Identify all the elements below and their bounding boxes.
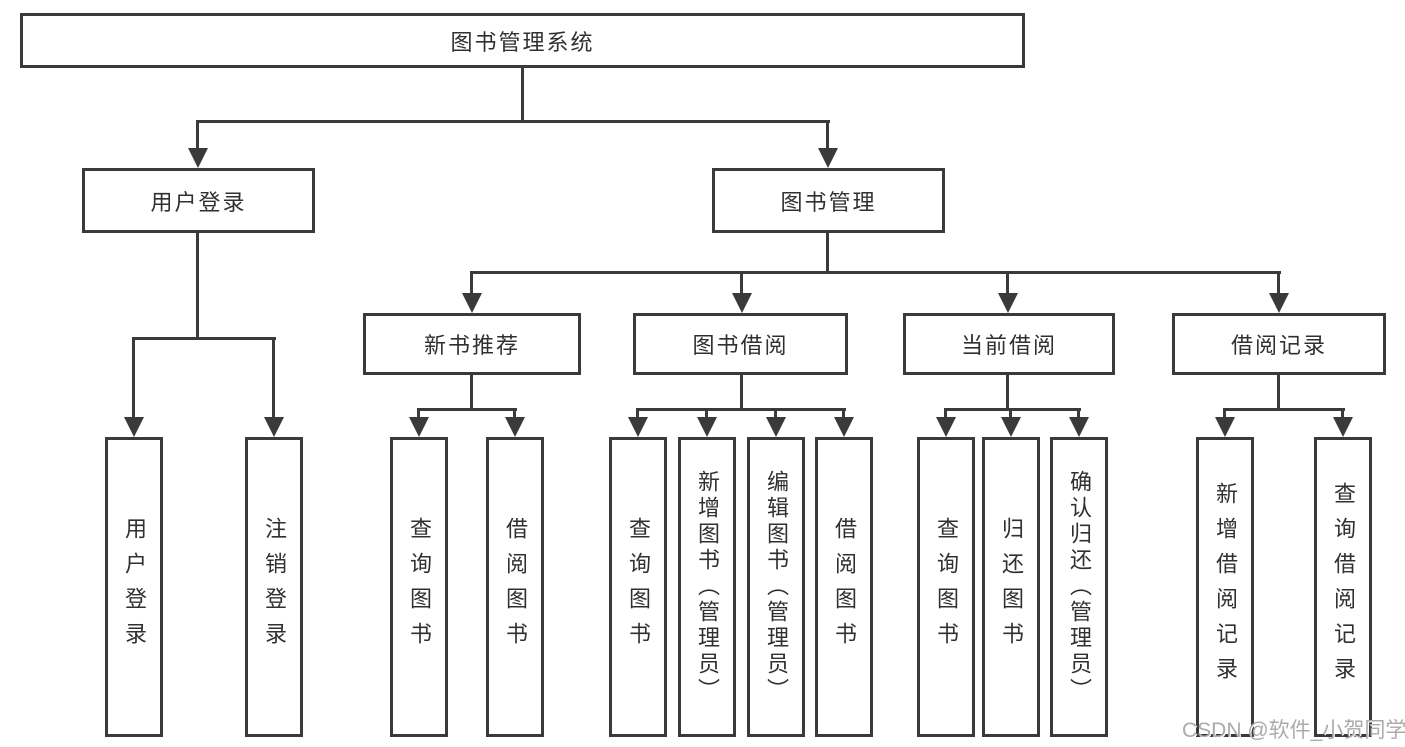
- leaf-confirm-return-admin: 确认归还（管理员）: [1050, 437, 1108, 737]
- arrow-down-icon: [1269, 293, 1289, 313]
- connector-shaft: [272, 337, 275, 421]
- connector-shaft: [1077, 408, 1080, 421]
- connector-current-vline: [1006, 375, 1009, 410]
- connector-shaft: [740, 271, 743, 297]
- leaf-label: 注销登录: [262, 517, 287, 657]
- connector-shaft: [636, 408, 639, 421]
- arrow-down-icon: [1069, 417, 1089, 437]
- leaf-add-borrow-record: 新增借阅记录: [1196, 437, 1254, 737]
- connector-current-hline: [945, 408, 1081, 411]
- arrow-down-icon: [697, 417, 717, 437]
- leaf-query-books-recommend: 查询图书: [390, 437, 448, 737]
- arrow-down-icon: [732, 293, 752, 313]
- arrow-down-icon: [818, 148, 838, 168]
- connector-shaft: [1341, 408, 1344, 421]
- arrow-down-icon: [1001, 417, 1021, 437]
- arrow-down-icon: [936, 417, 956, 437]
- node-library-management-system: 图书管理系统: [20, 13, 1025, 68]
- leaf-return-books: 归还图书: [982, 437, 1040, 737]
- arrow-down-icon: [1215, 417, 1235, 437]
- leaf-label: 确认归还（管理员）: [1067, 470, 1092, 704]
- leaf-label: 查询图书: [407, 517, 432, 657]
- leaf-query-borrow-record: 查询借阅记录: [1314, 437, 1372, 737]
- arrow-down-icon: [505, 417, 525, 437]
- leaf-label: 新增借阅记录: [1213, 482, 1238, 692]
- connector-borrowing-vline: [740, 375, 743, 410]
- leaf-query-books-borrowing: 查询图书: [609, 437, 667, 737]
- connector-shaft: [417, 408, 420, 421]
- watermark-text: CSDN @软件_小贺同学: [1182, 719, 1405, 742]
- connector-shaft: [1006, 271, 1009, 297]
- arrow-down-icon: [628, 417, 648, 437]
- connector-shaft: [513, 408, 516, 421]
- leaf-borrow-books-recommend: 借阅图书: [486, 437, 544, 737]
- connector-user-login-hline: [133, 337, 276, 340]
- connector-root-hline: [197, 120, 830, 123]
- leaf-query-books-current: 查询图书: [917, 437, 975, 737]
- leaf-label: 归还图书: [999, 517, 1024, 657]
- arrow-down-icon: [834, 417, 854, 437]
- arrow-down-icon: [1333, 417, 1353, 437]
- node-borrowing-records: 借阅记录: [1172, 313, 1386, 375]
- connector-shaft: [1223, 408, 1226, 421]
- connector-shaft: [944, 408, 947, 421]
- connector-records-vline: [1277, 375, 1280, 410]
- connector-records-hline: [1224, 408, 1345, 411]
- node-user-login: 用户登录: [82, 168, 315, 233]
- arrow-down-icon: [409, 417, 429, 437]
- arrow-down-icon: [998, 293, 1018, 313]
- leaf-add-book-admin: 新增图书（管理员）: [678, 437, 736, 737]
- leaf-borrow-books-borrowing: 借阅图书: [815, 437, 873, 737]
- node-book-borrowing: 图书借阅: [633, 313, 848, 375]
- arrow-down-icon: [264, 417, 284, 437]
- connector-shaft: [705, 408, 708, 421]
- connector-book-management-hline: [471, 271, 1281, 274]
- connector-recommendation-vline: [470, 375, 473, 410]
- connector-user-login-vline: [196, 233, 199, 339]
- arrow-down-icon: [766, 417, 786, 437]
- connector-recommendation-hline: [418, 408, 517, 411]
- leaf-label: 查询图书: [626, 517, 651, 657]
- leaf-label: 编辑图书（管理员）: [764, 470, 789, 704]
- node-new-book-recommendation: 新书推荐: [363, 313, 581, 375]
- node-current-borrowing: 当前借阅: [903, 313, 1115, 375]
- connector-shaft: [1009, 408, 1012, 421]
- leaf-label: 新增图书（管理员）: [695, 470, 720, 704]
- connector-root-shaft-left: [196, 120, 199, 152]
- arrow-down-icon: [462, 293, 482, 313]
- arrow-down-icon: [124, 417, 144, 437]
- connector-shaft: [842, 408, 845, 421]
- leaf-user-login: 用户登录: [105, 437, 163, 737]
- leaf-label: 用户登录: [122, 517, 147, 657]
- leaf-edit-book-admin: 编辑图书（管理员）: [747, 437, 805, 737]
- leaf-label: 查询借阅记录: [1331, 482, 1356, 692]
- connector-root-shaft-right: [826, 120, 829, 152]
- connector-borrowing-hline: [637, 408, 846, 411]
- connector-shaft: [1277, 271, 1280, 297]
- connector-shaft: [132, 337, 135, 421]
- arrow-down-icon: [188, 148, 208, 168]
- leaf-label: 借阅图书: [503, 517, 528, 657]
- leaf-label: 借阅图书: [832, 517, 857, 657]
- connector-root-vline: [521, 68, 524, 122]
- leaf-label: 查询图书: [934, 517, 959, 657]
- connector-book-management-vline: [826, 233, 829, 273]
- connector-shaft: [470, 271, 473, 297]
- leaf-logout: 注销登录: [245, 437, 303, 737]
- node-book-management: 图书管理: [712, 168, 945, 233]
- connector-shaft: [774, 408, 777, 421]
